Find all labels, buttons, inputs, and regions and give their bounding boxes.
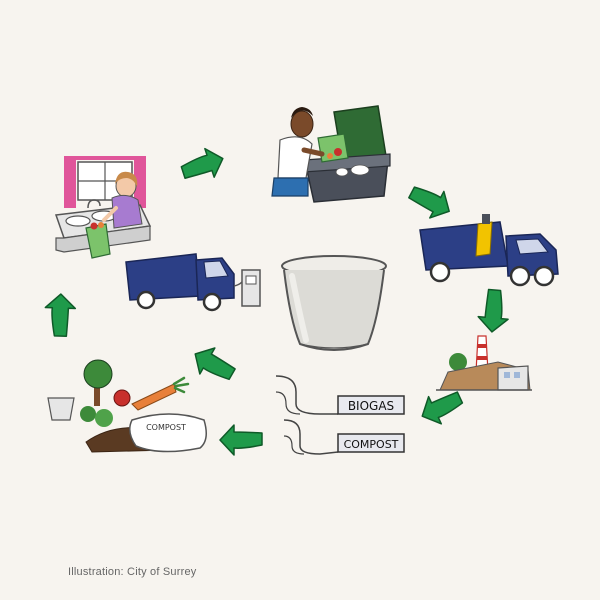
compost-label: COMPOST [344,438,399,451]
biogas-fuel-scene [125,253,261,312]
green-arrow-icon [43,292,77,338]
illustration-credit: Illustration: City of Surrey [68,566,197,578]
compost-label-box [337,433,405,453]
compost-bag-label: COMPOST [146,423,186,432]
green-arrow-icon [219,424,263,456]
green-arrow-icon [404,177,457,226]
compost-pile-icon: COMPOST [47,359,207,453]
kitchen-sink-icon [54,156,152,259]
green-arrow-icon [177,143,229,187]
processing-facility-icon [436,335,532,391]
kitchen-scene [54,156,152,259]
small-bin-icon [47,397,75,421]
green-arrow-icon [186,340,240,389]
green-arrow-icon [415,384,468,431]
output-branches: BIOGAS COMPOST [275,375,405,455]
biogas-truck-icon [125,253,261,312]
person-emptying-bin-icon [271,105,391,203]
central-bin-icon [281,255,387,351]
garbage-truck-icon [419,214,559,287]
biogas-label: BIOGAS [348,399,394,413]
biogas-label-box [337,395,405,415]
processing-facility-scene [436,335,532,391]
compost-garden-scene: COMPOST [47,359,207,453]
curbside-bin-scene [271,105,391,203]
green-arrow-icon [476,288,512,334]
collection-truck-scene [419,214,559,287]
